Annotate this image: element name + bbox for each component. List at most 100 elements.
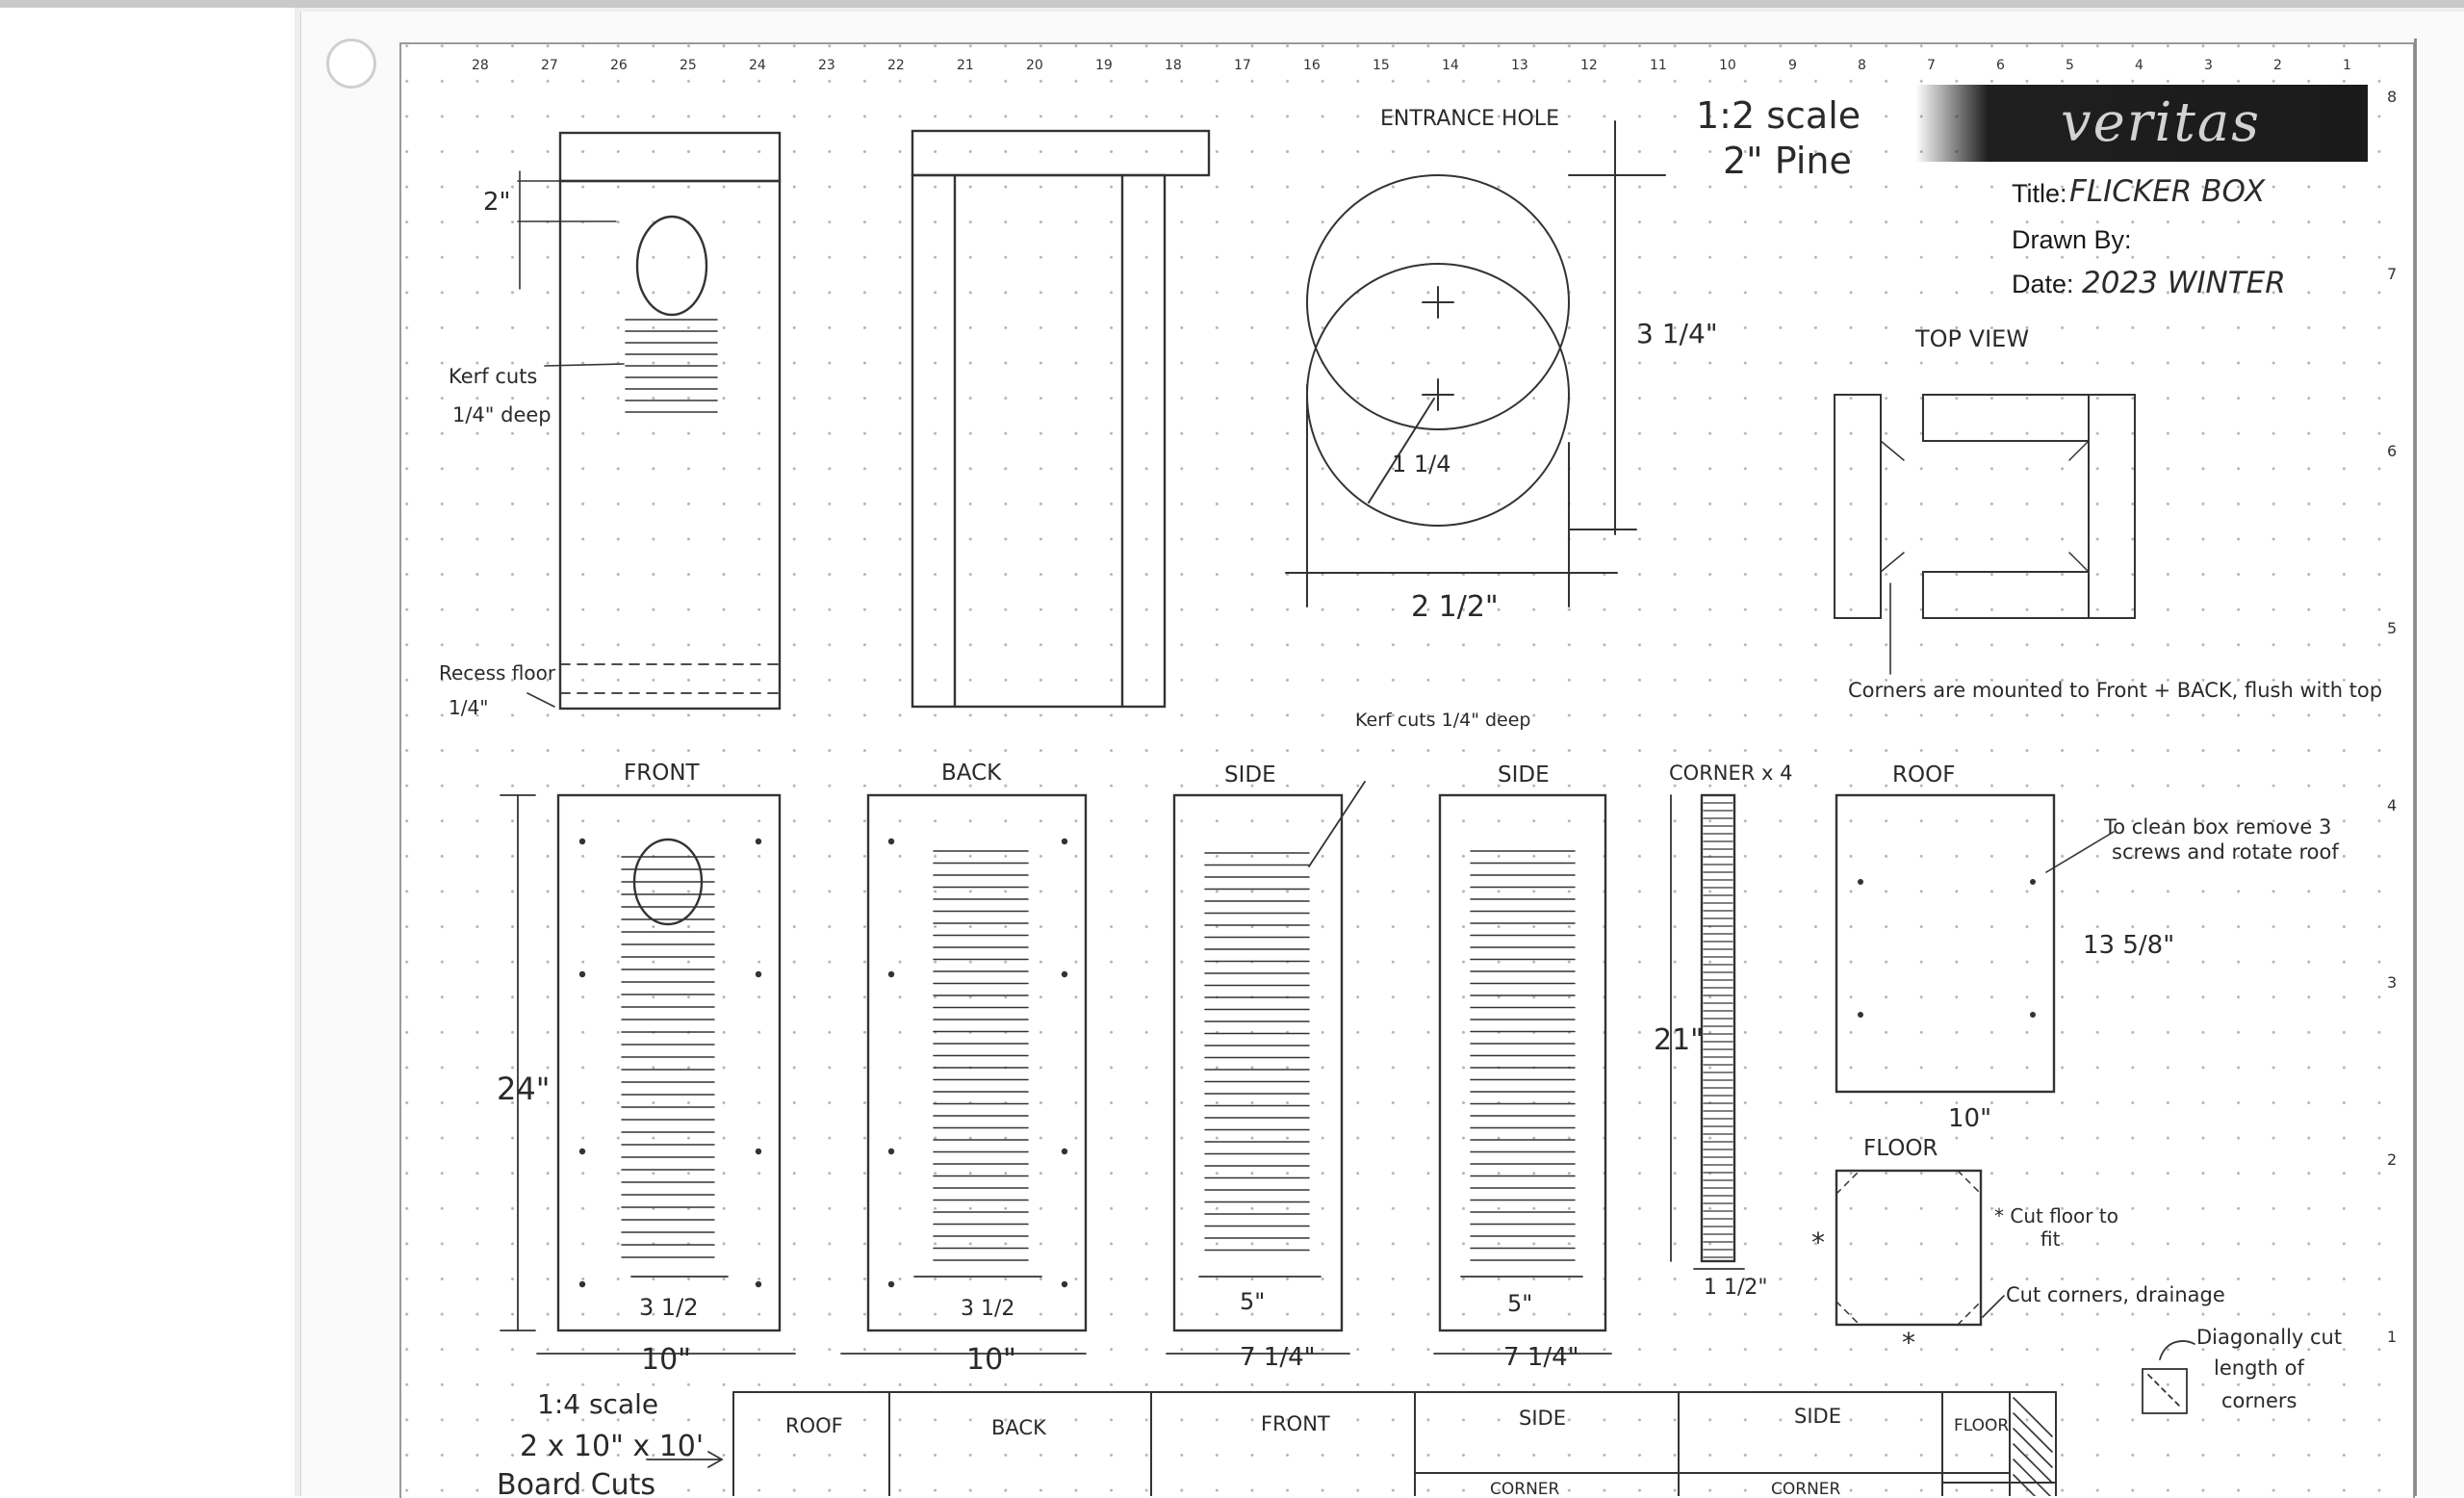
ruler-number: 2 xyxy=(2387,1150,2397,1169)
board-seg-floor: FLOOR xyxy=(1954,1416,2009,1435)
note-recess-line1: Recess floor xyxy=(439,661,556,684)
board-cuts-label: Board Cuts xyxy=(497,1468,655,1496)
ruler-number: 6 xyxy=(1996,58,2005,73)
diagonal-cut-inset xyxy=(2142,1340,2195,1414)
dim-roof-10: 10" xyxy=(1948,1104,1991,1133)
ruler-number: 27 xyxy=(541,58,558,73)
screw-hole xyxy=(1061,1280,1068,1288)
panel-back-title: BACK xyxy=(941,761,1002,786)
board-seg-front: FRONT xyxy=(1261,1412,1330,1435)
ruler-number: 20 xyxy=(1026,58,1043,73)
front-elevation xyxy=(517,131,782,710)
screw-hole xyxy=(1061,970,1068,978)
screw-hole xyxy=(887,970,895,978)
ruler-number: 10 xyxy=(1719,58,1736,73)
roof-panel xyxy=(1835,793,2115,1094)
board-seg-corner-a: CORNER xyxy=(1490,1480,1560,1496)
back-kerf-lines xyxy=(933,850,1029,1261)
date-value: 2023 WINTER xyxy=(2082,266,2286,300)
note-roof-line1: To clean box remove 3 xyxy=(2103,815,2331,839)
screw-hole xyxy=(755,970,762,978)
ruler-number: 13 xyxy=(1511,58,1528,73)
screw-hole xyxy=(887,1148,895,1155)
ruler-number: 23 xyxy=(818,58,835,73)
note-floor-fit-line2: fit xyxy=(2040,1227,2061,1251)
screw-hole xyxy=(1061,838,1068,845)
ruler-number: 4 xyxy=(2135,58,2143,73)
ruler-number: 1 xyxy=(2387,1328,2397,1346)
dim-3-1-4: 3 1/4" xyxy=(1636,318,1718,349)
panel-front-title: FRONT xyxy=(624,761,701,786)
note-kerf-line1: Kerf cuts xyxy=(449,365,537,388)
side-elevation xyxy=(911,129,1211,709)
floor-panel xyxy=(1835,1169,2005,1327)
panel-side-a-title: SIDE xyxy=(1224,762,1276,788)
note-diag-line1: Diagonally cut xyxy=(2196,1326,2342,1349)
note-roof-line2: screws and rotate roof xyxy=(2112,840,2339,864)
front-panel xyxy=(556,793,782,1332)
dim-kerf-5-b: 5" xyxy=(1507,1290,1532,1317)
floor-asterisk-left: * xyxy=(1811,1227,1825,1258)
dim-width-7-1-4-b: 7 1/4" xyxy=(1503,1343,1579,1372)
ruler-number: 14 xyxy=(1442,58,1459,73)
material-note: 2" Pine xyxy=(1723,140,1852,182)
ruler-number: 28 xyxy=(472,58,489,73)
screw-hole xyxy=(578,1148,586,1155)
screw-hole xyxy=(755,1280,762,1288)
note-diag-line2: length of xyxy=(2214,1356,2304,1380)
screw-hole xyxy=(887,1280,895,1288)
dim-width-7-1-4-a: 7 1/4" xyxy=(1240,1343,1316,1372)
ruler-number: 16 xyxy=(1303,58,1321,73)
screw-hole xyxy=(578,970,586,978)
screw-hole xyxy=(887,838,895,845)
back-panel xyxy=(866,793,1088,1332)
board-seg-side-a: SIDE xyxy=(1519,1407,1566,1430)
dim-corner-21: 21" xyxy=(1654,1023,1704,1057)
board-cuts-size: 2 x 10" x 10' xyxy=(520,1430,704,1463)
lower-dimension-lines xyxy=(500,781,1745,1355)
side-b-panel xyxy=(1438,793,1607,1332)
ruler-number: 17 xyxy=(1234,58,1251,73)
dim-corner-1-1-2: 1 1/2" xyxy=(1704,1276,1768,1300)
note-diag-line3: corners xyxy=(2221,1389,2297,1412)
panel-corner-title: CORNER x 4 xyxy=(1669,762,1793,785)
note-recess-line2: 1/4" xyxy=(449,696,488,719)
hatch-line xyxy=(2013,1412,2053,1453)
dim-roof-13-5-8: 13 5/8" xyxy=(2083,931,2174,960)
side-a-panel xyxy=(1172,793,1344,1332)
hatch-line xyxy=(2013,1397,2053,1437)
ruler-number: 7 xyxy=(2387,265,2397,283)
scan-top-edge xyxy=(0,0,2464,8)
side-b-kerf-lines xyxy=(1470,850,1576,1261)
entrance-hole-detail xyxy=(1285,120,1666,607)
ruler-number: 25 xyxy=(680,58,697,73)
screw-hole xyxy=(1061,1148,1068,1155)
note-kerf-side: Kerf cuts 1/4" deep xyxy=(1355,710,1530,731)
dot-grid-pad xyxy=(399,42,2415,1498)
ruler-number: 21 xyxy=(957,58,974,73)
ruler-number: 18 xyxy=(1165,58,1182,73)
dim-2in: 2" xyxy=(483,188,511,217)
drawn-by-label: Drawn By: xyxy=(2012,225,2132,254)
hatch-line xyxy=(2013,1459,2052,1496)
note-kerf-line2: 1/4" deep xyxy=(452,403,552,426)
board-cuts-diagram xyxy=(646,1391,2057,1496)
title-label: Title: xyxy=(2012,179,2067,208)
dim-kerf-3-1-2-front: 3 1/2 xyxy=(639,1294,699,1321)
screw-hole xyxy=(755,1148,762,1155)
brand-band xyxy=(1915,85,2368,162)
ruler-number: 7 xyxy=(1927,58,1936,73)
ruler-number: 19 xyxy=(1095,58,1113,73)
board-offcut-hatch xyxy=(2013,1397,2053,1496)
corner-hatch-lines xyxy=(1703,802,1733,1258)
ruler-number: 26 xyxy=(610,58,628,73)
dim-kerf-3-1-2-back: 3 1/2 xyxy=(961,1297,1014,1321)
dim-width-10-back: 10" xyxy=(966,1343,1016,1377)
board-seg-corner-b: CORNER xyxy=(1771,1480,1841,1496)
front-kerf-lines xyxy=(621,856,715,1258)
date-label: Date: xyxy=(2012,270,2074,298)
screw-hole xyxy=(578,1280,586,1288)
